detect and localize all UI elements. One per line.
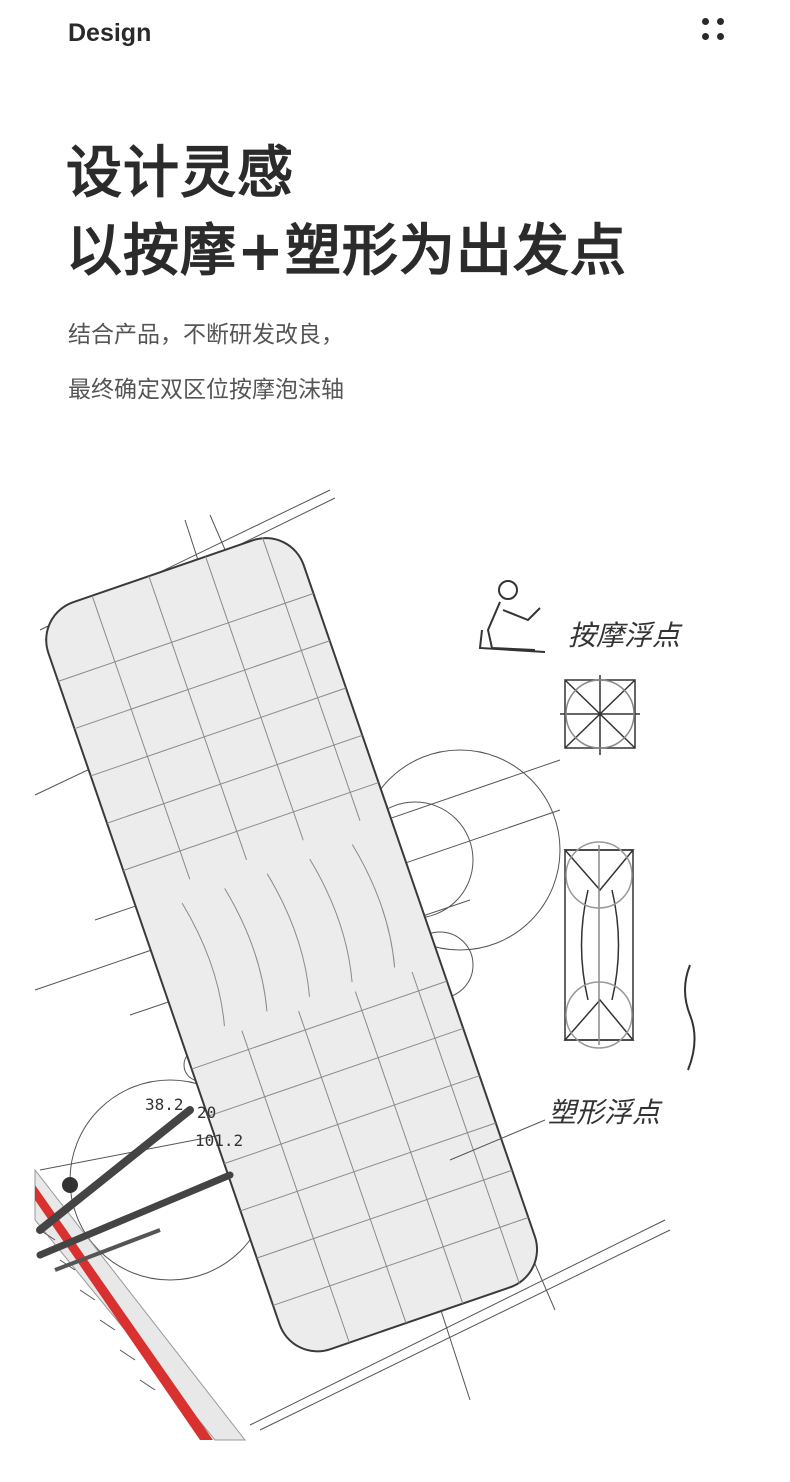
- compass-leg: [36, 1171, 234, 1259]
- massage-annotation: 按摩浮点: [568, 619, 683, 652]
- headline-line-2: 以按摩+塑形为出发点: [66, 219, 627, 284]
- compass-leg: [36, 1106, 194, 1234]
- ruler-label: 20: [197, 1103, 216, 1122]
- description-line-1: 结合产品，不断研发改良，: [68, 322, 344, 348]
- person-reading-icon: [478, 580, 546, 653]
- ruler-label: 38.2: [145, 1095, 184, 1114]
- four-dots-icon[interactable]: [700, 15, 730, 45]
- headline-line-1: 设计灵感: [66, 141, 294, 206]
- section-label: Design: [68, 19, 152, 47]
- roller-sketch: [45, 537, 539, 1353]
- ruler-label: 101.2: [195, 1131, 243, 1150]
- shaping-annotation: 塑形浮点: [548, 1096, 663, 1129]
- design-sketch-illustration: 按摩浮点 塑形浮点 38.2 20 101.2: [34, 489, 696, 1441]
- description-line-2: 最终确定双区位按摩泡沫轴: [68, 377, 344, 403]
